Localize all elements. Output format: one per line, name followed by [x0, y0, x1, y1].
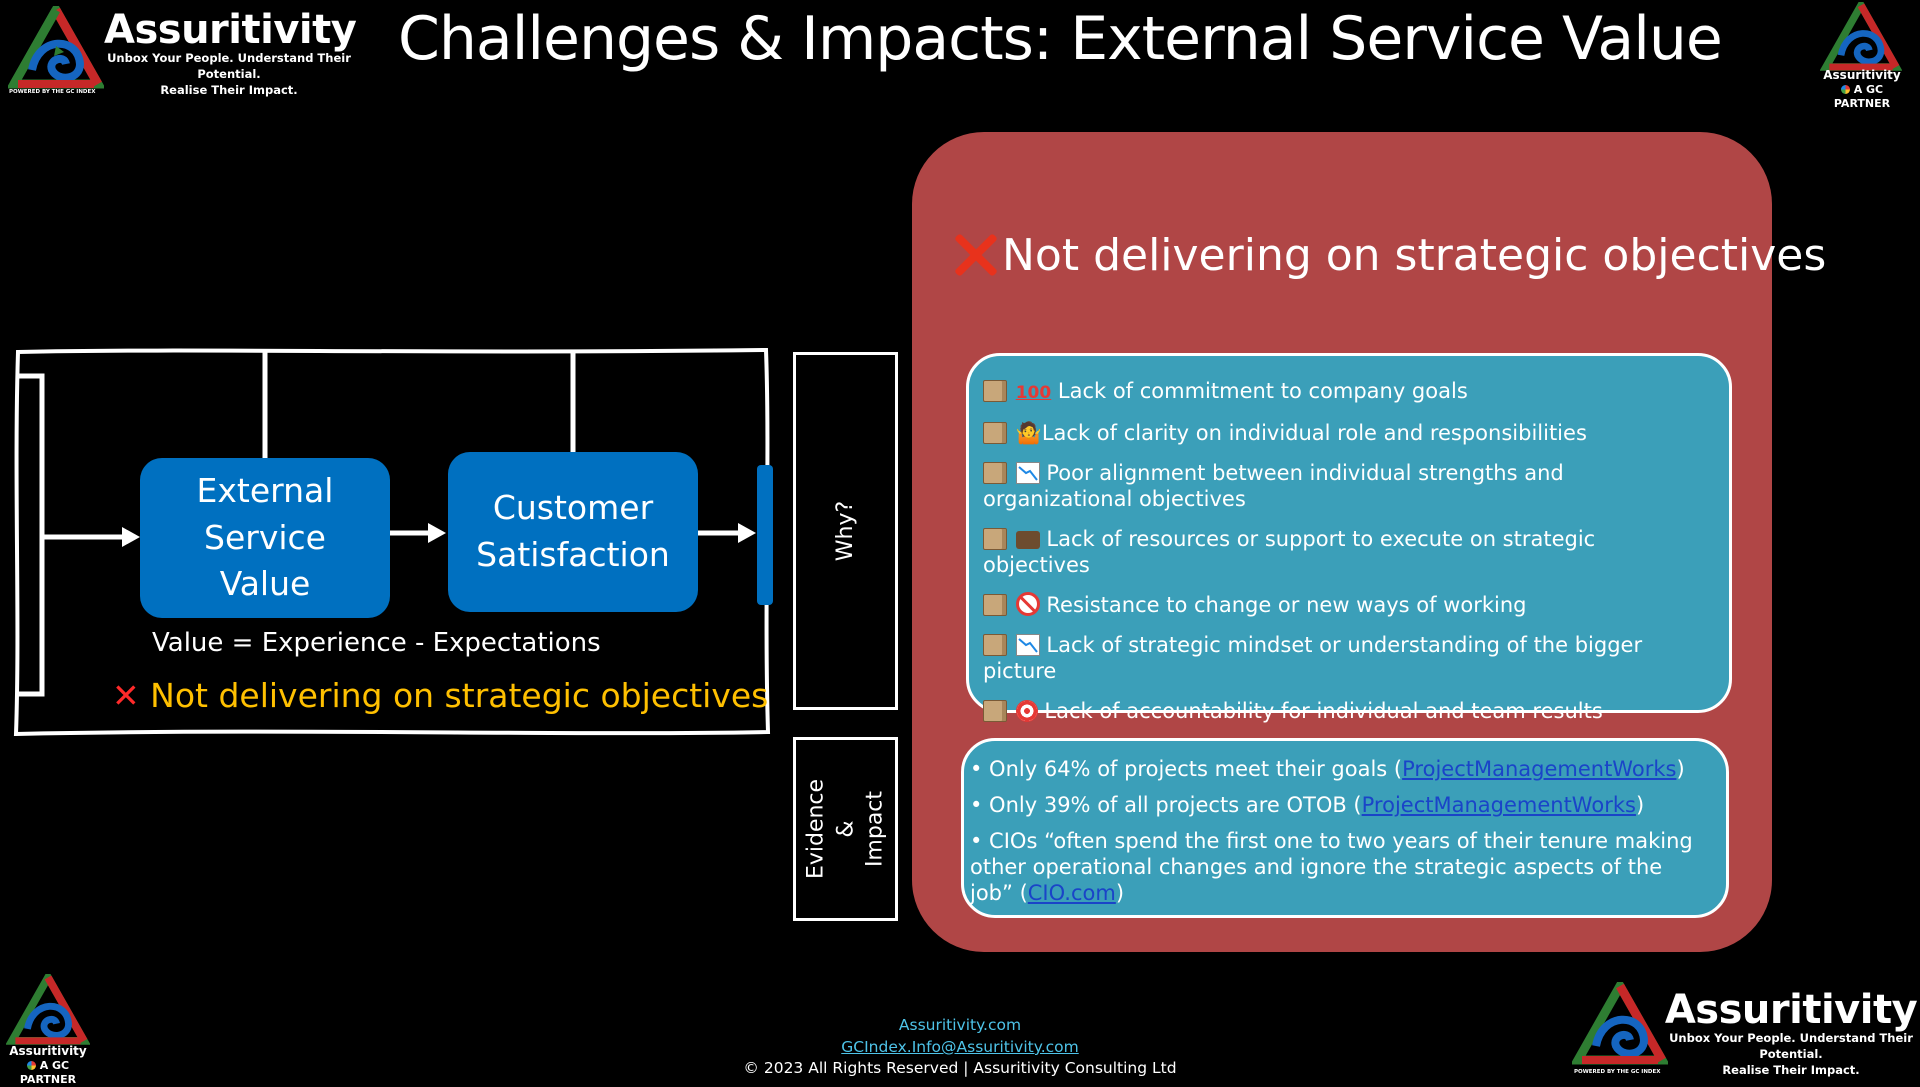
evidence-box — [961, 738, 1729, 918]
brand-name: Assuritivity — [1664, 987, 1918, 1033]
reasons-box — [966, 353, 1732, 713]
red-x-icon: ✕ — [112, 676, 140, 715]
projectmanagementworks-link[interactable]: ProjectManagementWorks — [1361, 793, 1636, 817]
why-label: Why? — [832, 500, 858, 562]
brand-tagline-2: Realise Their Impact. — [1722, 1063, 1860, 1078]
reasons-list: 100 Lack of commitment to company goals … — [983, 378, 1703, 738]
cross-mark-icon — [952, 232, 998, 278]
warning-text: Not delivering on strategic objectives — [150, 676, 769, 715]
person-shrugging-icon: 🤷 — [1015, 421, 1042, 445]
warning-not-delivering: ✕ Not delivering on strategic objectives — [112, 676, 768, 715]
list-item: Lack of strategic mindset or understandi… — [983, 633, 1643, 683]
list-item: 🤷Lack of clarity on individual role and … — [983, 420, 1703, 446]
gc-partner-label: A GC PARTNER — [19, 1059, 77, 1086]
package-icon — [983, 594, 1007, 616]
gc-index-icon — [26, 1061, 36, 1070]
brand-tagline-1: Unbox Your People. Understand Their Pote… — [107, 51, 351, 82]
why-box: Why? — [793, 352, 898, 710]
package-icon — [983, 422, 1007, 444]
external-service-value-box: External Service Value — [140, 458, 390, 618]
list-item: 100 Lack of commitment to company goals — [983, 378, 1703, 406]
package-icon — [983, 462, 1007, 484]
footer-email-link[interactable]: GCIndex.Info@Assuritivity.com — [841, 1038, 1079, 1056]
gc-index-icon — [1840, 85, 1850, 94]
brand-header-left: Assuritivity Unbox Your People. Understa… — [104, 7, 357, 98]
package-icon — [983, 528, 1007, 550]
brand-badge-bottom-left: Assuritivity A GC PARTNER — [0, 1044, 96, 1087]
chart-decreasing-icon — [1015, 634, 1040, 656]
evidence-impact-label: Evidence&Impact — [802, 778, 888, 880]
assuritivity-logo-icon — [8, 6, 104, 89]
brand-footer-right: Assuritivity Unbox Your People. Understa… — [1664, 990, 1918, 1078]
hundred-icon: 100 — [1015, 383, 1052, 403]
customer-satisfaction-box: Customer Satisfaction — [448, 452, 698, 612]
powered-by-label: POWERED BY THE GC INDEX — [1574, 1069, 1661, 1075]
gc-partner-label: A GC PARTNER — [1833, 83, 1891, 110]
evidence-impact-box: Evidence&Impact — [793, 737, 898, 921]
list-item: • CIOs “often spend the first one to two… — [970, 829, 1693, 905]
panel-heading-text: Not delivering on strategic objectives — [1002, 230, 1827, 281]
package-icon — [983, 380, 1007, 402]
value-equation: Value = Experience - Expectations — [152, 628, 601, 658]
brand-name: Assuritivity — [104, 7, 357, 53]
chart-decreasing-icon — [1015, 462, 1040, 484]
assuritivity-logo-icon — [1572, 982, 1668, 1065]
list-item: Poor alignment between individual streng… — [983, 461, 1564, 511]
powered-by-label: POWERED BY THE GC INDEX — [9, 89, 96, 95]
cio-com-link[interactable]: CIO.com — [1027, 881, 1116, 905]
customer-satisfaction-label: Customer Satisfaction — [476, 488, 670, 574]
brand-small-name: Assuritivity — [9, 1044, 87, 1058]
brand-tagline-2: Realise Their Impact. — [160, 83, 298, 98]
assuritivity-logo-icon — [1820, 2, 1902, 71]
external-service-value-label: External Service Value — [196, 470, 334, 604]
evidence-list: • Only 64% of projects meet their goals … — [970, 756, 1710, 916]
assuritivity-logo-icon — [6, 974, 90, 1045]
package-icon — [983, 700, 1007, 722]
footer-copyright: © 2023 All Rights Reserved | Assuritivit… — [743, 1059, 1177, 1077]
footer-website-link[interactable]: Assuritivity.com — [898, 1016, 1022, 1034]
list-item: • Only 39% of all projects are OTOB (Pro… — [970, 793, 1645, 817]
brand-small-name: Assuritivity — [1823, 68, 1901, 82]
projectmanagementworks-link[interactable]: ProjectManagementWorks — [1402, 757, 1677, 781]
value-chain-diagram — [13, 347, 773, 737]
brand-tagline-1: Unbox Your People. Understand Their Pote… — [1669, 1031, 1913, 1062]
package-icon — [983, 634, 1007, 656]
list-item: Lack of accountability for individual an… — [983, 698, 1703, 724]
prohibited-icon — [1015, 592, 1040, 616]
brand-badge-top-right: Assuritivity A GC PARTNER — [1812, 68, 1912, 111]
panel-heading: Not delivering on strategic objectives — [952, 230, 1826, 281]
page-title: Challenges & Impacts: External Service V… — [398, 4, 1723, 74]
briefcase-icon — [1015, 531, 1040, 549]
list-item: • Only 64% of projects meet their goals … — [970, 757, 1685, 781]
target-icon — [1015, 700, 1038, 722]
list-item: Lack of resources or support to execute … — [983, 527, 1596, 577]
list-item: Resistance to change or new ways of work… — [983, 592, 1703, 618]
